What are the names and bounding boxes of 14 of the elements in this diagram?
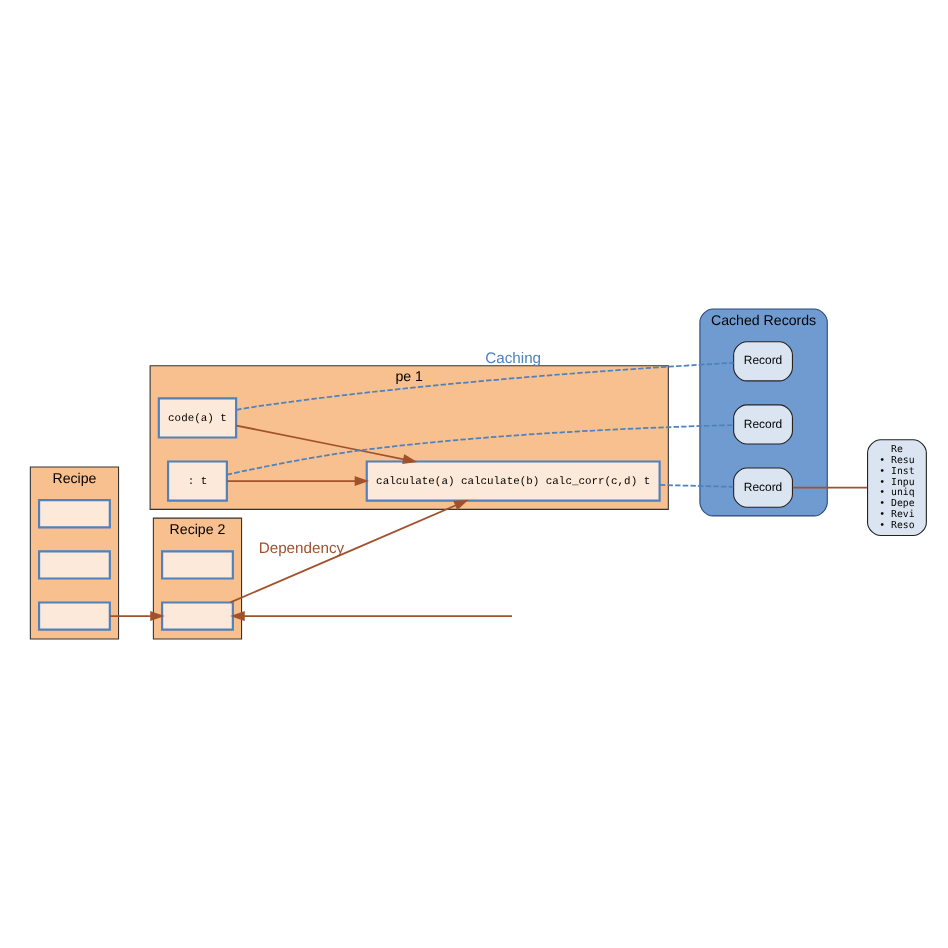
connector [791, 486, 869, 489]
connector [235, 361, 735, 411]
connector [658, 484, 735, 488]
node-box [161, 550, 234, 580]
node-box [161, 601, 234, 631]
node-box [38, 499, 111, 529]
node-box [38, 550, 111, 580]
node-box [38, 601, 111, 631]
arrow [229, 499, 469, 604]
connector [226, 424, 735, 476]
arrow [108, 611, 165, 622]
arrow [235, 424, 418, 465]
arrow [226, 476, 370, 487]
arrow [230, 611, 513, 622]
